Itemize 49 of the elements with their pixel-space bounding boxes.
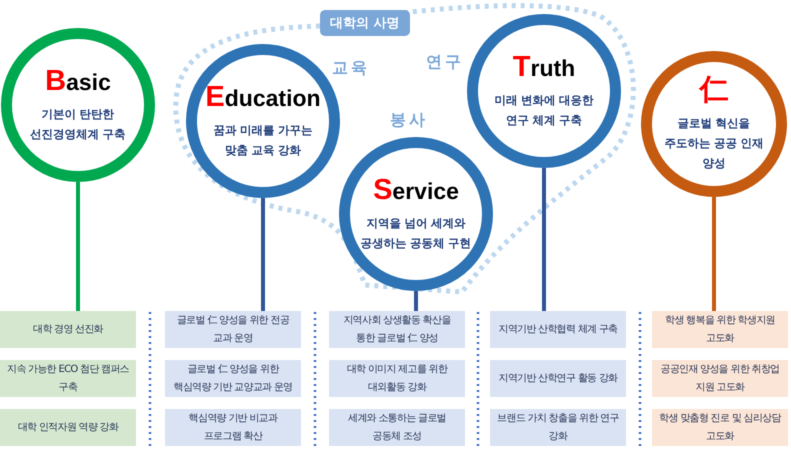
goal-text: 핵심역량 기반 비교과 프로그램 확산	[188, 412, 279, 444]
mission-label: 봉사	[390, 110, 428, 131]
mission-label: 교육	[332, 58, 370, 79]
goal-text: 지속 가능한 ECO 첨단 캠퍼스 구축	[6, 363, 130, 394]
goal-box	[329, 311, 465, 348]
circle-text: 글로벌 혁신을 주도하는 공공 인재 양성	[663, 114, 764, 172]
title-tag: 대학의 사명	[320, 10, 410, 36]
circle-text: 꿈과 미래를 가꾸는 맞춤 교육 강화	[212, 122, 314, 159]
goal-text: 지역사회 상생활동 확산을 통한 글로벌 仁 양성	[342, 314, 452, 346]
goal-box	[652, 311, 788, 348]
goal-text: 학생 행복을 위한 학생지원 고도화	[664, 314, 776, 346]
goal-text: 대학 인적자원 역량 강화	[18, 420, 118, 435]
goal-text: 글로벌 仁 양성을 위한 전공 교과 운영	[176, 314, 290, 346]
circle-heading: Education	[205, 82, 321, 114]
connector-line	[414, 291, 418, 311]
goal-box	[329, 409, 465, 446]
goal-text: 대학 이미지 제고를 위한 대외활동 강화	[346, 363, 449, 394]
goal-box	[652, 360, 788, 397]
circle-text: 지역을 넘어 세계와 공생하는 공동체 구현	[360, 214, 472, 252]
circle-heading: 仁	[700, 74, 728, 107]
circle-heading: Truth	[512, 52, 576, 84]
goal-box	[0, 360, 136, 397]
goal-text: 브랜드 가치 창출을 위한 연구 강화	[496, 412, 620, 444]
goal-box	[329, 360, 465, 397]
connector-line	[712, 197, 716, 311]
mission-label: 연구	[426, 52, 464, 73]
goal-text: 지역기반 산학협력 체계 구축	[498, 322, 618, 337]
circle-heading: Service	[373, 174, 459, 207]
goal-box	[165, 360, 301, 397]
goal-box	[0, 409, 136, 446]
goal-box	[165, 409, 301, 446]
goal-box	[490, 311, 626, 348]
goal-text: 대학 경영 선진화	[32, 322, 104, 337]
goal-box	[0, 311, 136, 348]
goal-text: 세계와 소통하는 글로벌 공동체 조성	[347, 412, 447, 444]
goal-text: 글로벌 仁 양성을 위한 핵심역량 기반 교양교과 운영	[172, 363, 294, 394]
circle-heading: Basic	[45, 66, 111, 98]
connector-line	[76, 182, 80, 311]
goal-box	[165, 311, 301, 348]
goal-text: 학생 맞춤형 진로 및 심리상담 고도화	[658, 412, 782, 444]
goal-box	[490, 409, 626, 446]
connector-line	[542, 168, 546, 311]
circle-text: 미래 변화에 대응한 연구 체계 구축	[493, 92, 594, 129]
connector-line	[261, 198, 265, 311]
goal-text: 지역기반 산학연구 활동 강화	[498, 372, 618, 386]
goal-text: 공공인재 양성을 위한 취창업 지원 고도화	[659, 363, 781, 394]
goal-box	[652, 409, 788, 446]
circle-text: 기본이 탄탄한 선진경영체계 구축	[29, 106, 127, 143]
goal-box	[490, 360, 626, 397]
